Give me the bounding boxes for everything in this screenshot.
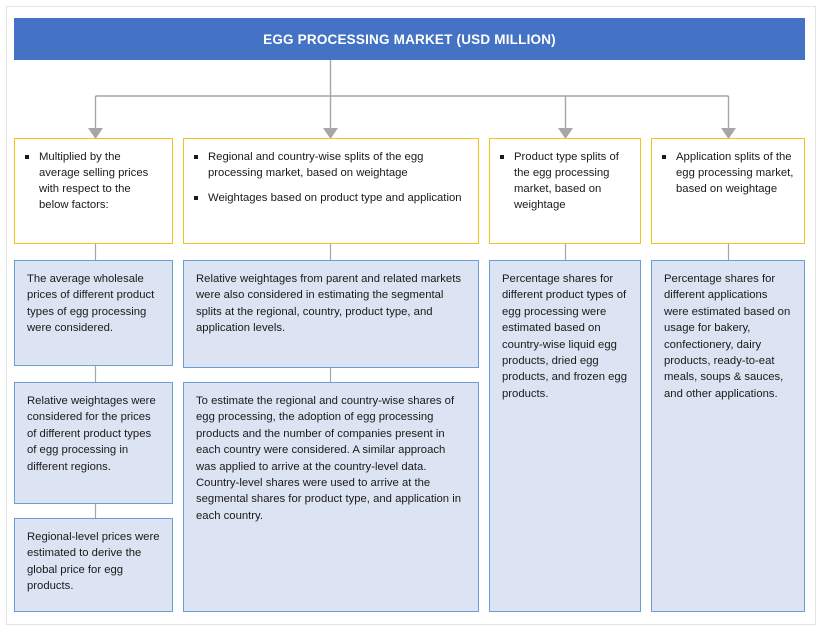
header-banner: EGG PROCESSING MARKET (USD MILLION) (14, 18, 805, 60)
bullet-item: Product type splits of the egg processin… (498, 149, 630, 213)
blue-box-column-2-item-2: To estimate the regional and country-wis… (183, 382, 479, 612)
blue-box-column-4-item-1: Percentage shares for different applicat… (651, 260, 805, 612)
yellow-box-column-3: Product type splits of the egg processin… (489, 138, 641, 244)
box-text: Regional-level prices were estimated to … (27, 531, 160, 593)
yellow-box-column-1: Multiplied by the average selling prices… (14, 138, 173, 244)
box-text: Relative weightages from parent and rela… (196, 273, 461, 335)
box-text: Relative weightages were considered for … (27, 395, 156, 473)
yellow-box-column-2: Regional and country-wise splits of the … (183, 138, 479, 244)
blue-box-column-1-item-3: Regional-level prices were estimated to … (14, 518, 173, 612)
page-title: EGG PROCESSING MARKET (USD MILLION) (263, 31, 556, 47)
blue-box-column-3-item-1: Percentage shares for different product … (489, 260, 641, 612)
blue-box-column-1-item-2: Relative weightages were considered for … (14, 382, 173, 504)
box-text: To estimate the regional and country-wis… (196, 395, 462, 522)
yellow-box-column-4: Application splits of the egg processing… (651, 138, 805, 244)
bullet-item: Regional and country-wise splits of the … (192, 149, 468, 181)
bullet-item: Multiplied by the average selling prices… (23, 149, 162, 213)
bullet-list-column-1: Multiplied by the average selling prices… (23, 149, 162, 213)
bullet-list-column-2: Regional and country-wise splits of the … (192, 149, 468, 206)
blue-box-column-1-item-1: The average wholesale prices of differen… (14, 260, 173, 366)
box-text: Percentage shares for different applicat… (664, 273, 791, 400)
blue-box-column-2-item-1: Relative weightages from parent and rela… (183, 260, 479, 368)
box-text: Percentage shares for different product … (502, 273, 627, 400)
bullet-list-column-3: Product type splits of the egg processin… (498, 149, 630, 213)
bullet-list-column-4: Application splits of the egg processing… (660, 149, 794, 197)
bullet-item: Weightages based on product type and app… (192, 190, 468, 206)
box-text: The average wholesale prices of differen… (27, 273, 155, 335)
bullet-item: Application splits of the egg processing… (660, 149, 794, 197)
